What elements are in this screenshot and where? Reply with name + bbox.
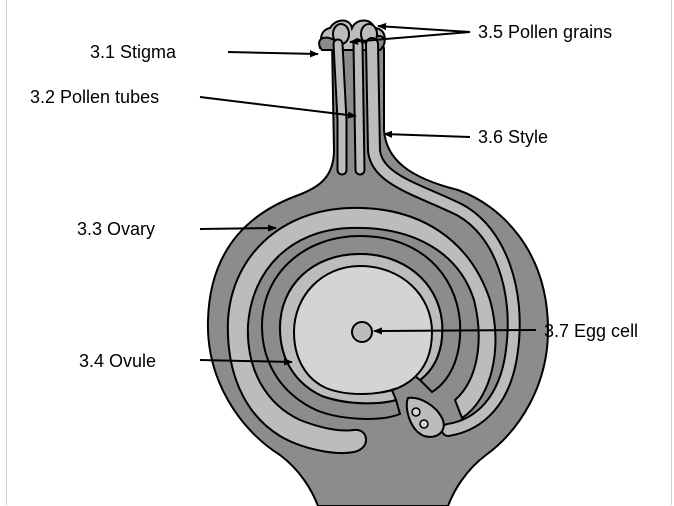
label-egg-cell: 3.7 Egg cell (544, 321, 638, 341)
style-leader (384, 134, 470, 137)
label-pollen-grains: 3.5 Pollen grains (478, 22, 612, 42)
label-stigma: 3.1 Stigma (90, 42, 177, 62)
sperm-nucleus-1 (412, 408, 420, 416)
label-ovule: 3.4 Ovule (79, 351, 156, 371)
label-style: 3.6 Style (478, 127, 548, 147)
egg-cell-leader (374, 330, 536, 331)
ovary-leader (200, 228, 276, 229)
egg-cell (352, 322, 372, 342)
sperm-nucleus-2 (420, 420, 428, 428)
stigma-leader (228, 52, 318, 54)
label-pollen-tubes: 3.2 Pollen tubes (30, 87, 159, 107)
pollen-grains-leader-a (378, 26, 470, 32)
label-ovary: 3.3 Ovary (77, 219, 155, 239)
